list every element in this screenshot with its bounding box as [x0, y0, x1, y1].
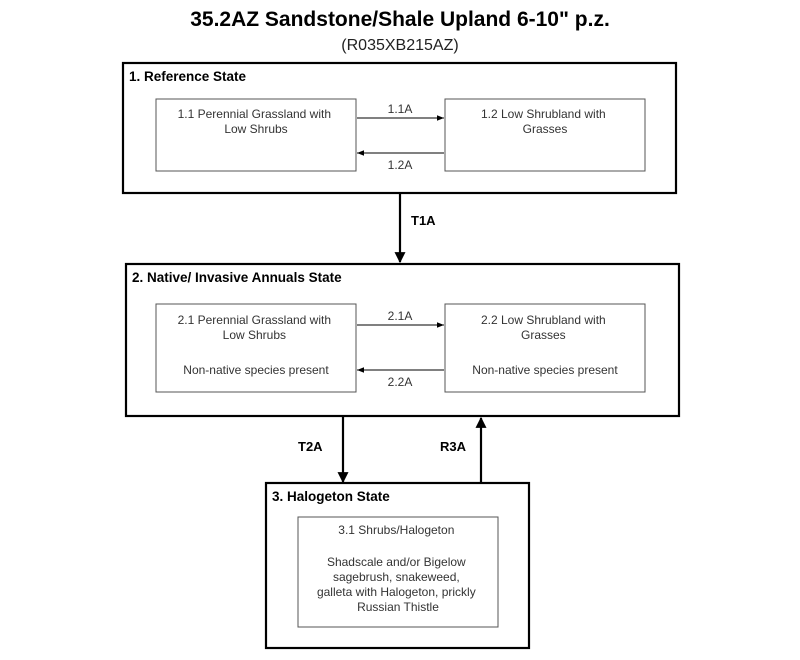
- state-2-label: 2. Native/ Invasive Annuals State: [132, 270, 342, 285]
- restoration-r3a-label: R3A: [440, 439, 467, 454]
- diagram-subtitle: (R035XB215AZ): [341, 37, 458, 54]
- phase-3-1-line-3: Shadscale and/or Bigelow: [327, 555, 466, 569]
- phase-1-1-line-1: 1.1 Perennial Grassland with: [178, 107, 331, 121]
- svg-text:2.1 Perennial Grassland with: 2.1 Perennial Grassland with Low Shrubs …: [178, 313, 335, 377]
- phase-1-1-line-2: Low Shrubs: [224, 122, 287, 136]
- phase-2-2: 2.2 Low Shrubland with Grasses Non-nativ…: [444, 303, 646, 393]
- diagram-title: 35.2AZ Sandstone/Shale Upland 6-10" p.z.: [190, 8, 610, 31]
- phase-2-1-line-4: Non-native species present: [183, 363, 329, 377]
- phase-3-1-line-5: galleta with Halogeton, prickly: [317, 585, 476, 599]
- pathway-1-2a-label: 1.2A: [388, 158, 413, 172]
- phase-2-2-line-4: Non-native species present: [472, 363, 618, 377]
- phase-2-1-line-2: Low Shrubs: [223, 328, 286, 342]
- pathway-2-1a-label: 2.1A: [388, 309, 413, 323]
- svg-text:1.1 Perennial Grassland with: 1.1 Perennial Grassland with Low Shrubs: [178, 107, 335, 136]
- pathway-1-1a-label: 1.1A: [388, 102, 413, 116]
- state-3-halogeton: 3. Halogeton State 3.1 Shrubs/Halogeton …: [264, 481, 531, 650]
- phase-1-1: 1.1 Perennial Grassland with Low Shrubs: [155, 98, 357, 172]
- phase-2-2-line-2: Grasses: [521, 328, 566, 342]
- transition-t1a-label: T1A: [411, 213, 436, 228]
- svg-text:1.2 Low Shrubland with: 1.2 Low Shrubland with Grasses: [481, 107, 609, 136]
- svg-text:3.1 Shrubs/Halogeton S: 3.1 Shrubs/Halogeton Shadscale and/or Bi…: [317, 523, 479, 614]
- phase-3-1: 3.1 Shrubs/Halogeton Shadscale and/or Bi…: [297, 516, 499, 628]
- transition-t2a-label: T2A: [298, 439, 323, 454]
- phase-2-2-line-1: 2.2 Low Shrubland with: [481, 313, 606, 327]
- svg-text:2.2 Low Shrubland with: 2.2 Low Shrubland with Grasses Non-nativ…: [472, 313, 618, 377]
- state-2-native-invasive: 2. Native/ Invasive Annuals State 2.1 Pe…: [124, 262, 681, 418]
- phase-3-1-line-4: sagebrush, snakeweed,: [333, 570, 460, 584]
- pathway-2-2a-label: 2.2A: [388, 375, 413, 389]
- phase-3-1-line-6: Russian Thistle: [357, 600, 439, 614]
- phase-3-1-line-1: 3.1 Shrubs/Halogeton: [338, 523, 454, 537]
- phase-1-2-line-1: 1.2 Low Shrubland with: [481, 107, 606, 121]
- state-1-label: 1. Reference State: [129, 69, 247, 84]
- phase-2-1: 2.1 Perennial Grassland with Low Shrubs …: [155, 303, 357, 393]
- phase-1-2-line-2: Grasses: [523, 122, 568, 136]
- state-1-reference: 1. Reference State 1.1 Perennial Grassla…: [121, 61, 678, 195]
- state-3-label: 3. Halogeton State: [272, 489, 390, 504]
- phase-2-1-line-1: 2.1 Perennial Grassland with: [178, 313, 331, 327]
- phase-1-2: 1.2 Low Shrubland with Grasses: [444, 98, 646, 172]
